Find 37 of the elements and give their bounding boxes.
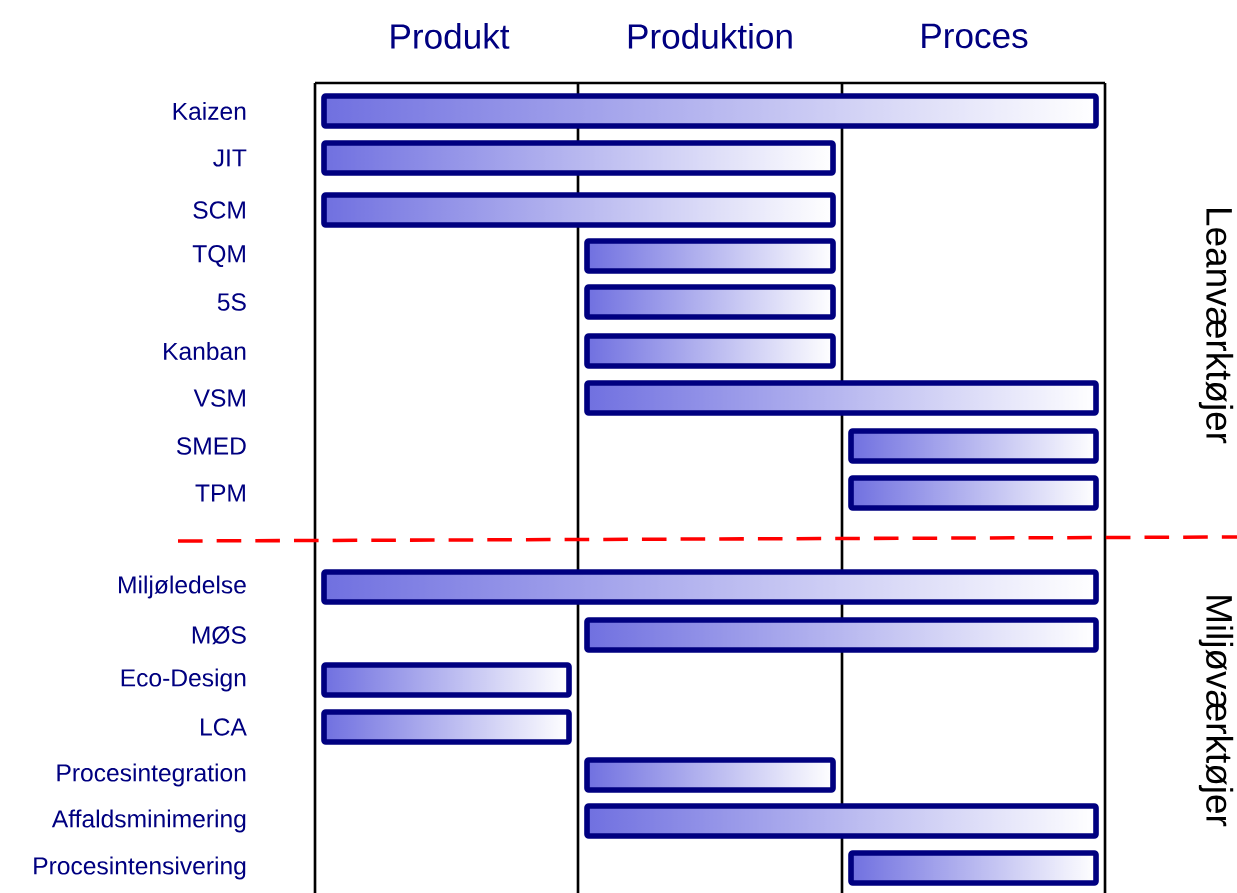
row-label: MØS [192,625,246,645]
bar [584,803,1099,839]
bar [848,850,1099,886]
row-label: Eco-Design [121,668,246,692]
row-label: VSM [193,389,245,407]
bar [584,757,836,793]
row-label: Procesintegration [57,763,246,787]
row-label: Miljøledelse [119,575,246,599]
bar [584,617,1099,653]
bar [584,284,836,320]
bar [321,662,572,698]
bar [584,238,836,274]
bar [321,93,1099,129]
bar [584,380,1099,416]
bar [848,428,1099,464]
column-header: Produktion [628,23,792,49]
bar [584,333,836,369]
bar [321,709,572,745]
row-label: TQM [192,245,245,267]
row-label: Affaldsminimering [51,809,246,833]
row-label: LCA [201,718,247,736]
row-label: Kanban [164,341,246,361]
group-label: Leanværktøjer [1198,209,1234,444]
column-header: Proces [922,23,1028,49]
row-label: Kaizen [173,101,246,121]
row-label: TPM [195,484,245,502]
row-label: 5S [217,293,246,311]
bar [321,192,836,228]
row-label: JIT [213,149,247,167]
column-header: Produkt [391,23,510,49]
row-label: Procesintensivering [34,856,246,880]
bar [321,569,1099,605]
bar [321,140,836,176]
bar [848,475,1099,511]
row-label: SMED [176,437,246,455]
row-label: SCM [193,201,245,219]
group-label: Miljøværktøjer [1198,596,1234,827]
